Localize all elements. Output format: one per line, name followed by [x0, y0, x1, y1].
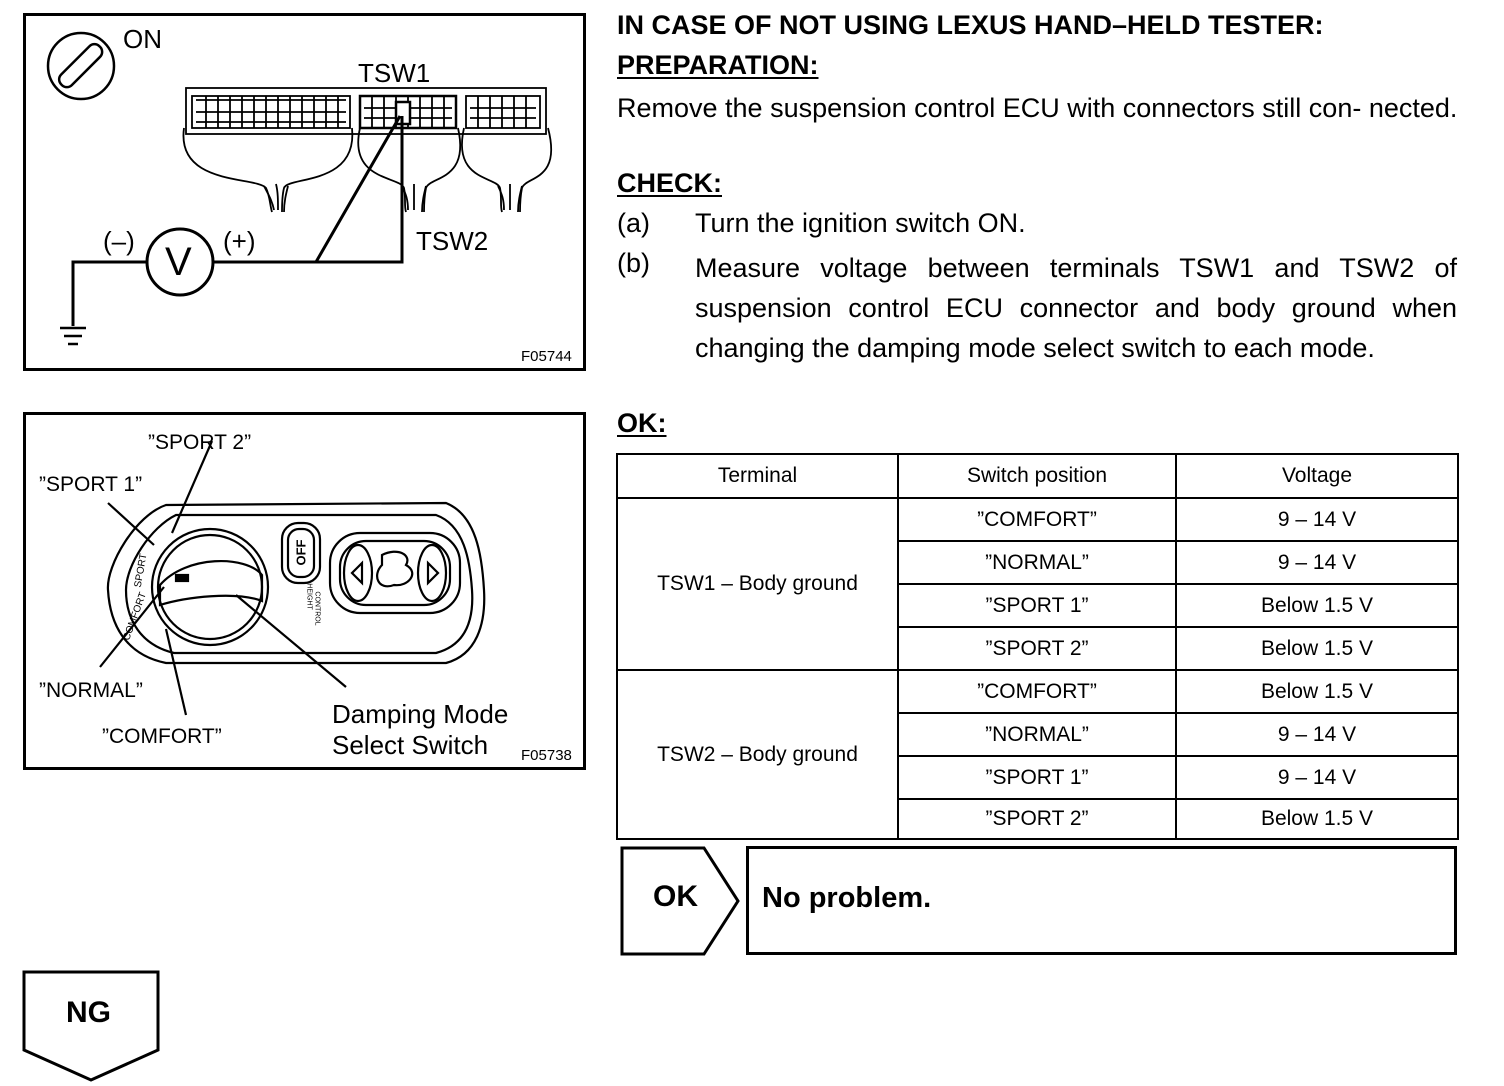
voltage-spec-table: Terminal Switch position Voltage TSW1 – …: [616, 453, 1459, 840]
ignition-on-label: ON: [123, 24, 162, 54]
table-row: TSW1 – Body ground ”COMFORT” 9 – 14 V: [616, 497, 1459, 671]
preparation-label: PREPARATION:: [617, 50, 819, 80]
step-b-text: Measure voltage between terminals TSW1 a…: [695, 253, 1457, 363]
check-label: CHECK:: [617, 168, 722, 198]
table-header-row: Terminal Switch position Voltage: [616, 453, 1459, 499]
figure-code: F05744: [521, 348, 572, 365]
terminal-cell: TSW2 – Body ground: [616, 669, 899, 840]
table-row: ”SPORT 1” Below 1.5 V: [617, 583, 1459, 628]
tsw2-label: TSW2: [416, 226, 489, 256]
probe-wires: [71, 115, 404, 326]
position-cell: ”COMFORT”: [897, 497, 1177, 542]
voltage-cell: 9 – 14 V: [1175, 712, 1459, 757]
off-button-icon: [280, 521, 322, 585]
switch-panel-outline: [106, 501, 486, 665]
ng-arrow-box: [22, 970, 160, 1082]
table-row: ”SPORT 2” Below 1.5 V: [617, 626, 1459, 671]
ng-tag: NG: [66, 996, 111, 1029]
ignition-switch-icon: [46, 31, 116, 101]
mode-dial-icon: [150, 527, 270, 647]
height-control-icon: [328, 531, 462, 615]
switch-label-line2: Select Switch: [332, 730, 489, 760]
figure-code: F05738: [521, 747, 572, 764]
ok-arrow-box: [620, 846, 740, 956]
voltage-cell: 9 – 14 V: [1175, 540, 1459, 585]
page-heading: IN CASE OF NOT USING LEXUS HAND–HELD TES…: [617, 10, 1324, 40]
ok-result-box: [746, 846, 1457, 955]
terminal-cell: TSW1 – Body ground: [616, 497, 899, 671]
voltage-cell: 9 – 14 V: [1175, 497, 1459, 542]
position-cell: ”NORMAL”: [897, 540, 1177, 585]
step-b-mark: (b): [617, 248, 650, 278]
position-cell: ”NORMAL”: [897, 712, 1177, 757]
position-cell: ”SPORT 1”: [897, 755, 1177, 800]
plus-label: (+): [223, 226, 256, 256]
voltage-cell: Below 1.5 V: [1175, 798, 1459, 840]
table-row: ”SPORT 2” Below 1.5 V: [617, 798, 1459, 840]
table-row: ”SPORT 1” 9 – 14 V: [617, 755, 1459, 800]
connector-diagram-drawing: [46, 31, 553, 346]
header-voltage: Voltage: [1175, 453, 1459, 499]
sport2-label: ”SPORT 2”: [148, 431, 252, 454]
voltage-cell: Below 1.5 V: [1175, 626, 1459, 671]
ecu-connector-icon: [182, 87, 553, 213]
sport1-label: ”SPORT 1”: [39, 473, 143, 496]
connector-diagram: ON TSW1 TSW2 (–) (+) V F05744: [23, 13, 586, 371]
header-switch-position: Switch position: [897, 453, 1177, 499]
control-text: CONTROL: [313, 591, 321, 626]
minus-label: (–): [103, 226, 135, 256]
ground-icon: [60, 326, 86, 346]
voltmeter-icon: [145, 227, 215, 297]
normal-label: ”NORMAL”: [39, 679, 143, 702]
voltmeter-symbol: V: [165, 240, 192, 284]
header-terminal: Terminal: [616, 453, 899, 499]
comfort-label: ”COMFORT”: [102, 725, 222, 748]
switch-diagram: ”SPORT 2” ”SPORT 1” ”NORMAL” ”COMFORT” D…: [23, 412, 586, 770]
position-cell: ”SPORT 2”: [897, 798, 1177, 840]
table-row: ”NORMAL” 9 – 14 V: [617, 712, 1459, 757]
step-a-mark: (a): [617, 208, 650, 238]
position-cell: ”SPORT 2”: [897, 626, 1177, 671]
switch-label-line1: Damping Mode: [332, 699, 509, 729]
position-cell: ”SPORT 1”: [897, 583, 1177, 628]
off-button-text: OFF: [293, 539, 309, 566]
table-row: TSW2 – Body ground ”COMFORT” Below 1.5 V: [616, 669, 1459, 840]
voltage-cell: Below 1.5 V: [1175, 583, 1459, 628]
tsw1-label: TSW1: [358, 58, 431, 88]
ok-label: OK:: [617, 408, 667, 438]
table-row: ”NORMAL” 9 – 14 V: [617, 540, 1459, 585]
voltage-cell: 9 – 14 V: [1175, 755, 1459, 800]
preparation-text: Remove the suspension control ECU with c…: [617, 93, 1458, 123]
ok-result-text: No problem.: [762, 882, 932, 914]
position-cell: ”COMFORT”: [897, 669, 1177, 714]
step-a-text: Turn the ignition switch ON.: [695, 208, 1026, 238]
ok-tag: OK: [653, 880, 698, 913]
height-text: HEIGHT: [305, 583, 313, 610]
voltage-cell: Below 1.5 V: [1175, 669, 1459, 714]
switch-diagram-drawing: [99, 440, 486, 716]
